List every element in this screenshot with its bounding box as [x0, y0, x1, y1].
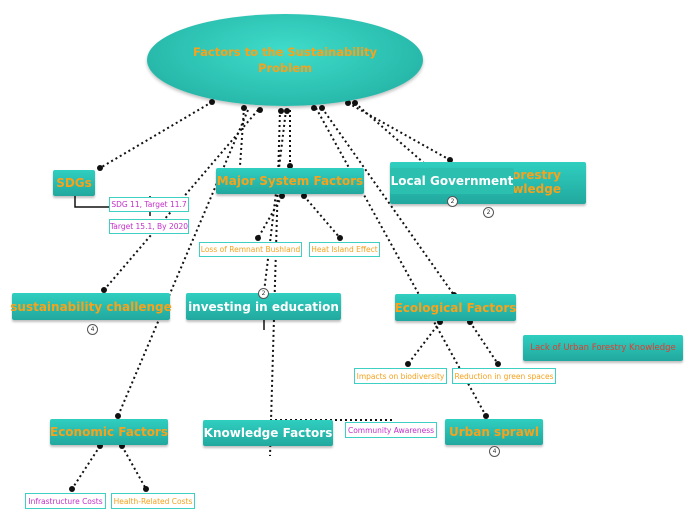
topic-economic-factors-label: Economic Factors	[50, 425, 168, 439]
leaf-heat-island-effect[interactable]: Heat Island Effect	[309, 242, 380, 257]
leaf-infrastructure-costs-label: Infrastructure Costs	[28, 496, 103, 506]
leaf-community-awareness[interactable]: Community Awareness	[345, 422, 437, 438]
leaf-reduction-in-green-spaces-label: Reduction in green spaces	[454, 371, 554, 381]
leaf-reduction-in-green-spaces[interactable]: Reduction in green spaces	[452, 368, 556, 384]
badge-urban-forestry[interactable]: 2	[483, 207, 494, 218]
topic-ecological-factors-label: Ecological Factors	[394, 300, 517, 315]
topic-knowledge-factors[interactable]: Knowledge Factors	[203, 420, 333, 446]
topic-sustainability-challenge[interactable]: sustainability challenge	[10, 293, 172, 320]
topic-sustainability-challenge-label: sustainability challenge	[10, 299, 172, 314]
leaf-target-15-1-label: Target 15.1, By 2020	[109, 222, 189, 231]
leaf-sdg-11-target[interactable]: SDG 11, Target 11.7	[109, 197, 189, 212]
leaf-impacts-on-biodiversity-label: Impacts on biodiversity	[356, 371, 445, 381]
central-topic[interactable]: Factors to the Sustainability Problem	[147, 14, 423, 106]
topic-sdgs-label: SDGs	[56, 176, 92, 190]
topic-major-system-factors-label: Major System Factors	[216, 174, 364, 188]
leaf-infrastructure-costs[interactable]: Infrastructure Costs	[25, 493, 106, 509]
topic-knowledge-factors-label: Knowledge Factors	[203, 426, 333, 440]
topic-local-government[interactable]: Local Government	[390, 168, 514, 194]
leaf-community-awareness-label: Community Awareness	[347, 425, 435, 435]
leaf-loss-of-remnant-bushland[interactable]: Loss of Remnant Bushland	[199, 242, 302, 257]
central-topic-label: Factors to the Sustainability Problem	[192, 45, 378, 75]
badge-investing-in-education[interactable]: 2	[258, 288, 269, 299]
topic-lack-of-urban-forestry-knowledge-label: Lack of Urban Forestry Knowledge	[530, 343, 676, 353]
leaf-target-15-1[interactable]: Target 15.1, By 2020	[109, 219, 189, 234]
topic-urban-sprawl[interactable]: Urban sprawl	[445, 419, 543, 445]
badge-local-government[interactable]: 2	[447, 196, 458, 207]
leaf-heat-island-effect-label: Heat Island Effect	[311, 245, 378, 254]
topic-lack-of-urban-forestry-knowledge[interactable]: Lack of Urban Forestry Knowledge	[523, 335, 683, 361]
topic-local-government-label: Local Government	[390, 174, 514, 188]
leaf-health-related-costs[interactable]: Health-Related Costs	[111, 493, 195, 509]
topic-investing-in-education-label: investing in education	[188, 299, 339, 314]
topic-major-system-factors[interactable]: Major System Factors	[216, 168, 364, 194]
topic-sdgs[interactable]: SDGs	[53, 170, 95, 196]
leaf-health-related-costs-label: Health-Related Costs	[113, 496, 193, 506]
topic-urban-sprawl-label: Urban sprawl	[448, 425, 540, 439]
leaf-sdg-11-target-label: SDG 11, Target 11.7	[111, 200, 187, 209]
leaf-loss-of-remnant-bushland-label: Loss of Remnant Bushland	[200, 245, 301, 254]
leaf-impacts-on-biodiversity[interactable]: Impacts on biodiversity	[354, 368, 447, 384]
topic-economic-factors[interactable]: Economic Factors	[50, 419, 168, 445]
topic-ecological-factors[interactable]: Ecological Factors	[395, 294, 516, 321]
badge-sustainability-challenge[interactable]: 4	[87, 324, 98, 335]
badge-urban-sprawl[interactable]: 4	[489, 446, 500, 457]
